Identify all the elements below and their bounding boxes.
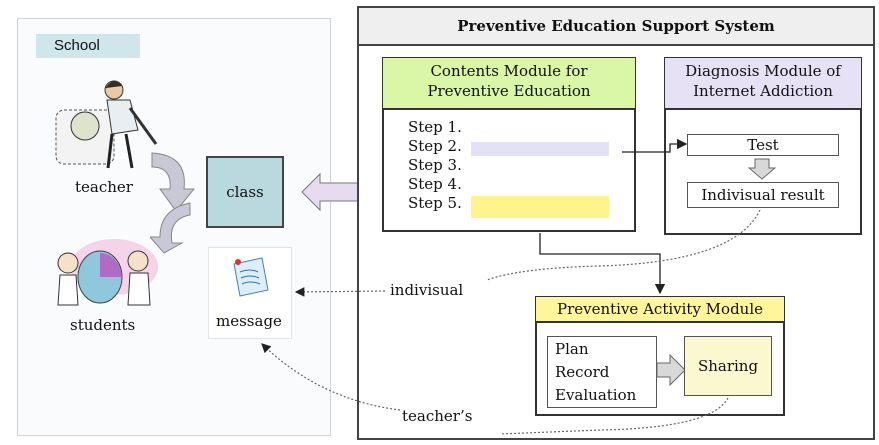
step2-to-test-line bbox=[622, 138, 688, 153]
step5-to-activity-line bbox=[539, 233, 666, 295]
diagnosis-title-line2: Internet Addiction bbox=[693, 82, 833, 100]
sharing-to-teachers-line bbox=[499, 397, 729, 435]
activity-record: Record bbox=[555, 363, 610, 381]
system-title: Preventive Education Support System bbox=[357, 6, 875, 46]
activity-plan: Plan bbox=[555, 340, 589, 358]
down-arrow-icon bbox=[748, 158, 776, 180]
students-label: students bbox=[70, 316, 136, 334]
sharing-box: Sharing bbox=[684, 336, 772, 396]
cycle-arrow-icon bbox=[150, 152, 196, 254]
step-2-bar bbox=[471, 142, 609, 156]
activity-items: Plan Record Evaluation bbox=[555, 338, 636, 407]
class-box: class bbox=[206, 156, 284, 228]
step-4: Step 4. bbox=[408, 175, 462, 193]
individual-flow-label: indivisual bbox=[390, 281, 464, 299]
message-icon bbox=[233, 257, 269, 297]
result-to-individual-line bbox=[486, 209, 761, 281]
contents-title-line1: Contents Module for bbox=[430, 62, 588, 80]
test-box: Test bbox=[687, 134, 839, 156]
teacher-icon bbox=[55, 80, 158, 169]
step-3: Step 3. bbox=[408, 156, 462, 174]
students-icon bbox=[57, 239, 158, 306]
step-2: Step 2. bbox=[408, 137, 462, 155]
school-label: School bbox=[36, 34, 140, 58]
step-5: Step 5. bbox=[408, 194, 462, 212]
diagnosis-module-header: Diagnosis Module of Internet Addiction bbox=[665, 58, 861, 110]
right-arrow-icon bbox=[656, 354, 686, 386]
step-5-bar bbox=[471, 196, 609, 218]
contents-title-line2: Preventive Education bbox=[427, 82, 591, 100]
contents-module-header: Contents Module for Preventive Education bbox=[383, 58, 635, 110]
activity-evaluation: Evaluation bbox=[555, 386, 637, 404]
individual-result-box: Indivisual result bbox=[687, 182, 839, 208]
message-label: message bbox=[216, 312, 282, 330]
diagnosis-title-line1: Diagnosis Module of bbox=[685, 62, 841, 80]
activity-module-title: Preventive Activity Module bbox=[536, 297, 784, 323]
teacher-label: teacher bbox=[75, 178, 133, 196]
individual-to-message-line bbox=[294, 287, 386, 297]
teachers-to-message-line bbox=[261, 343, 401, 411]
step-1: Step 1. bbox=[408, 118, 462, 136]
teachers-flow-label: teacher’s bbox=[402, 407, 473, 425]
steps-list: Step 1. Step 2. Step 3. Step 4. Step 5. bbox=[408, 118, 462, 213]
